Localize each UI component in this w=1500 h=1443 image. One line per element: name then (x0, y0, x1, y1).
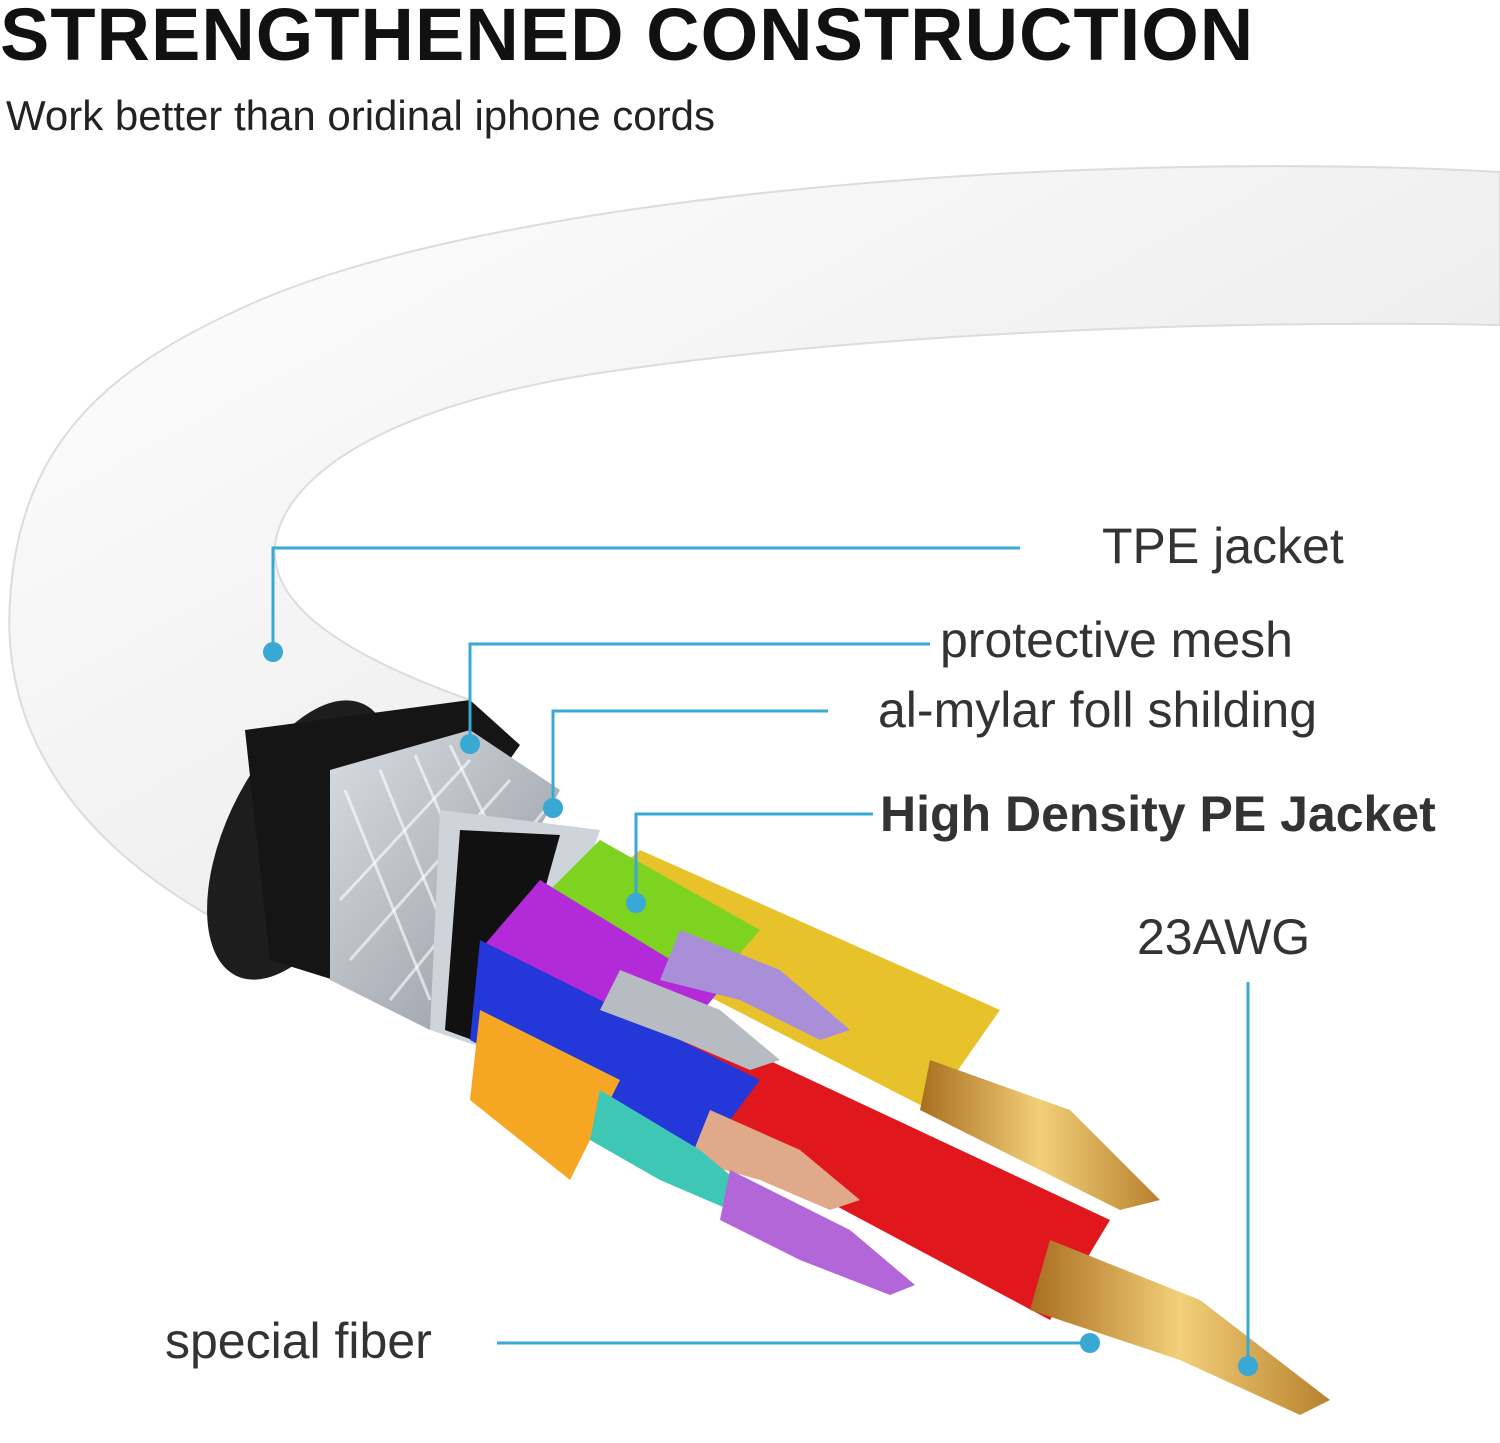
callout-label-23awg: 23AWG (1137, 909, 1310, 965)
callout-label-pe-jacket: High Density PE Jacket (880, 786, 1436, 842)
callout-label-protective-mesh: protective mesh (940, 612, 1293, 668)
page-subtitle: Work better than oridinal iphone cords (6, 92, 715, 139)
callout-leaders (263, 546, 1258, 1376)
callout-label-special-fiber: special fiber (165, 1313, 432, 1369)
callout-label-mylar-shielding: al-mylar foll shilding (878, 682, 1317, 738)
callout-label-tpe-jacket: TPE jacket (1102, 518, 1344, 574)
page-title: STRENGTHENED CONSTRUCTION (0, 0, 1255, 76)
